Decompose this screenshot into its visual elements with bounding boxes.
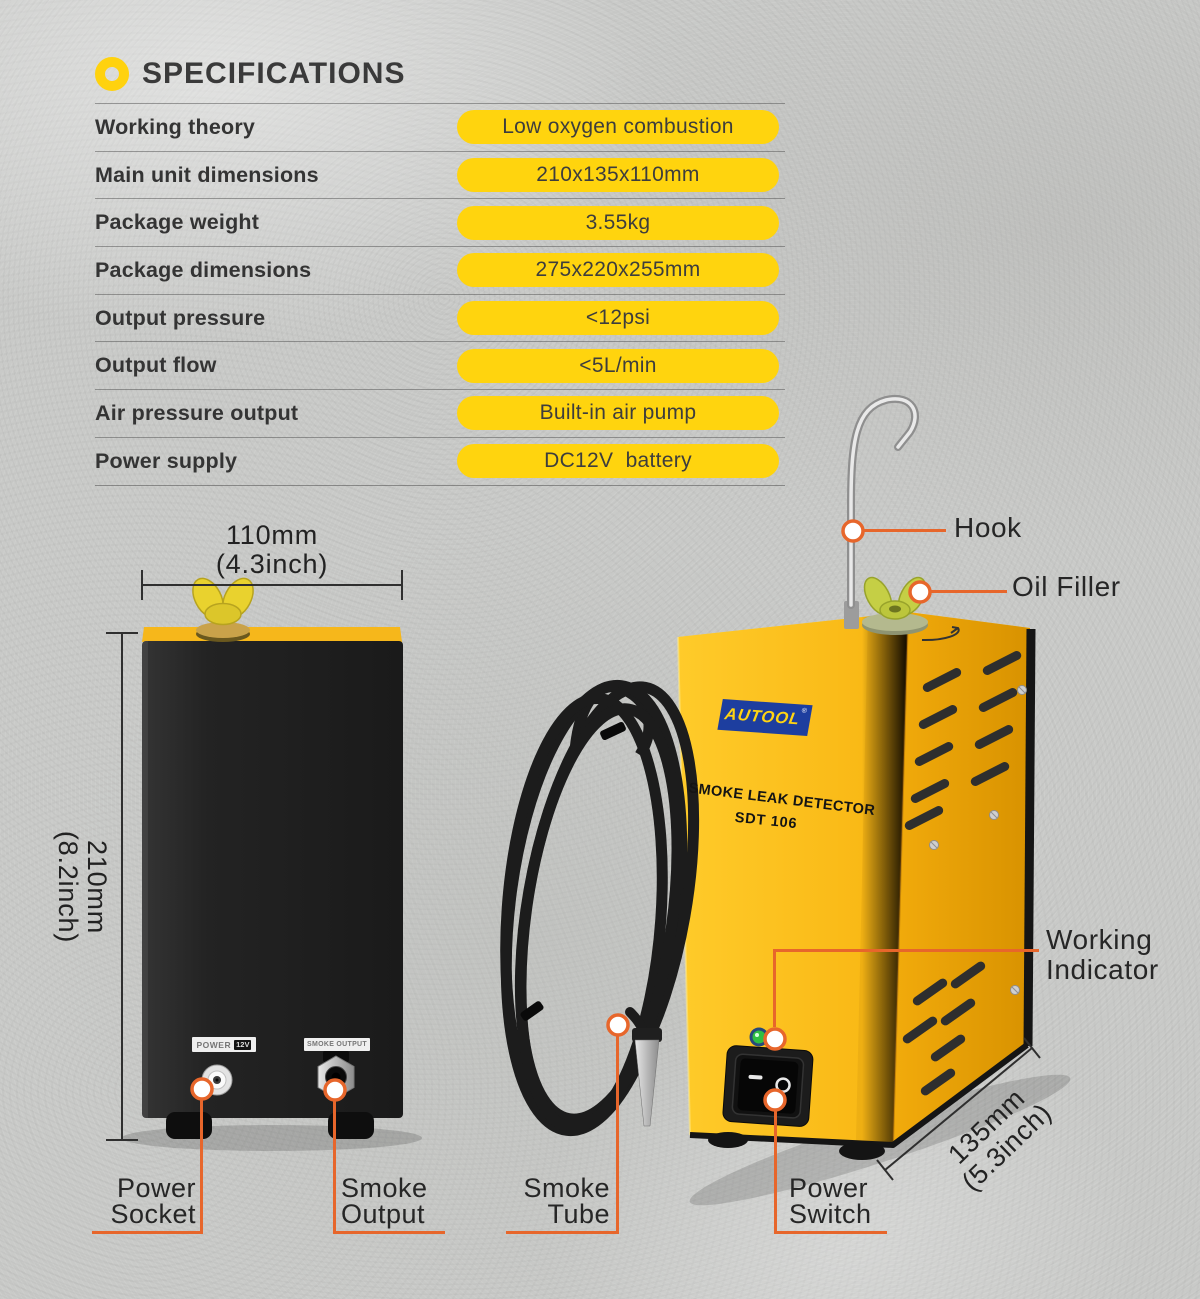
spec-value-pill: 275x220x255mm [457, 253, 779, 288]
smoke-output-plate: SMOKE OUTPUT [304, 1038, 370, 1051]
power-plate-text: POWER [196, 1039, 232, 1050]
hook-callout-line [864, 529, 946, 532]
smoke-output-callout-line [333, 1099, 336, 1234]
smoke-output-label: Smoke Output [341, 1173, 428, 1229]
switch-on-icon [748, 1074, 763, 1080]
spec-label: Output flow [95, 353, 217, 378]
power-switch-callout-line [774, 1109, 777, 1234]
spec-value-pill: <5L/min [457, 348, 779, 383]
black-device-top-strip [142, 627, 402, 642]
spec-label: Air pressure output [95, 400, 299, 425]
tube-nozzle [632, 1028, 662, 1127]
ring-icon [95, 57, 129, 91]
callout-dot-hook [841, 519, 865, 543]
smoke-tube [500, 679, 700, 1137]
brand-logo-text: AUTOOL [723, 705, 802, 729]
spec-label: Package dimensions [95, 257, 312, 282]
vent-slots-lower [902, 961, 986, 1096]
tube-strap [520, 1001, 544, 1021]
working-indicator-label: Working Indicator [1046, 924, 1159, 985]
yellow-device-front-face [678, 612, 908, 1145]
spec-row: Main unit dimensions 210x135x110mm [95, 150, 785, 199]
power-socket-plate: POWER 12V [192, 1037, 256, 1052]
registered-mark: ® [800, 707, 808, 715]
smoke-output-plate-text: SMOKE OUTPUT [307, 1041, 367, 1048]
callout-dot-oil-filler [908, 580, 932, 604]
yellow-device-foot [839, 1142, 885, 1160]
spec-row: Working theory Low oxygen combustion [95, 103, 785, 151]
power-socket-underline [92, 1231, 203, 1234]
spec-row: Package dimensions 275x220x255mm [95, 246, 785, 294]
spec-label: Working theory [95, 114, 256, 139]
callout-dot-smoke-output [323, 1078, 347, 1102]
spec-value-pill: Low oxygen combustion [457, 110, 779, 145]
power-socket-callout-line [200, 1098, 203, 1234]
spec-table: Working theory Low oxygen combustion Mai… [95, 103, 785, 486]
power-plate-chip: 12V [234, 1039, 252, 1050]
black-device-foot [166, 1112, 212, 1139]
working-indicator-callout-line [773, 949, 1039, 952]
spec-row: Power supply DC12V battery [95, 436, 785, 485]
spec-header: SPECIFICATIONS [95, 57, 405, 91]
oil-filler-label: Oil Filler [1012, 571, 1121, 602]
yellow-device-foot [708, 1132, 748, 1148]
black-device-back-view [142, 577, 403, 1139]
smoke-output-underline [333, 1231, 445, 1234]
front-face-shading [856, 612, 908, 1145]
callout-dot-working-indicator [763, 1027, 787, 1051]
black-device-foot [328, 1112, 374, 1139]
depth-dimension-line [884, 1047, 1033, 1171]
screws [929, 685, 1027, 995]
spec-label: Output pressure [95, 305, 266, 330]
spec-value-pill: Built-in air pump [457, 396, 779, 431]
spec-title: SPECIFICATIONS [142, 57, 406, 90]
spec-label: Main unit dimensions [95, 162, 319, 187]
smoke-tube-underline [506, 1231, 619, 1234]
black-device-edge-highlight [142, 641, 148, 1118]
dimension-lines [106, 570, 1041, 1181]
oil-filler-cap [862, 576, 928, 635]
spec-value-pill: 210x135x110mm [457, 158, 779, 193]
vent-slots-upper [904, 651, 1022, 830]
callout-dot-power-switch [763, 1088, 787, 1112]
yellow-device-side-face [893, 612, 1030, 1145]
hook-label: Hook [954, 512, 1022, 543]
rear-edge [1023, 628, 1036, 1047]
front-side-crease [892, 611, 909, 1146]
spec-value-pill: <12psi [457, 301, 779, 336]
spec-row: Output flow <5L/min [95, 341, 785, 389]
black-device-body [142, 641, 403, 1118]
brand-badge: AUTOOL ® [717, 699, 813, 736]
wing-nut-cap [192, 577, 254, 642]
yellow-device-front-view [677, 611, 1036, 1160]
spec-label: Power supply [95, 448, 238, 473]
spec-value-pill: 3.55kg [457, 205, 779, 240]
smoke-tube-label: Smoke Tube [523, 1173, 610, 1229]
spec-row: Output pressure <12psi [95, 293, 785, 342]
power-switch-underline [774, 1231, 887, 1234]
hook [844, 394, 919, 629]
spec-value-pill: DC12V battery [457, 444, 779, 479]
bottom-edge [689, 1042, 1029, 1148]
power-socket-label: Power Socket [110, 1173, 196, 1229]
spec-row: Package weight 3.55kg [95, 198, 785, 246]
spec-row: Air pressure output Built-in air pump [95, 389, 785, 437]
power-switch-label: Power Switch [789, 1173, 872, 1229]
oil-filler-callout-line [931, 590, 1007, 593]
smoke-tube-callout-line [616, 1034, 619, 1234]
working-indicator-callout-line-v [773, 949, 776, 1027]
spec-label: Package weight [95, 210, 260, 235]
height-dimension-label: 210mm (8.2inch) [53, 830, 112, 944]
width-dimension-label: 110mm (4.3inch) [215, 520, 329, 579]
callout-dot-smoke-tube [606, 1013, 630, 1037]
tube-strap [600, 721, 626, 741]
callout-dots [190, 519, 932, 1112]
rotate-arrow-print [921, 626, 960, 642]
power-switch[interactable] [722, 1045, 814, 1127]
callout-dot-power-socket [190, 1077, 214, 1101]
